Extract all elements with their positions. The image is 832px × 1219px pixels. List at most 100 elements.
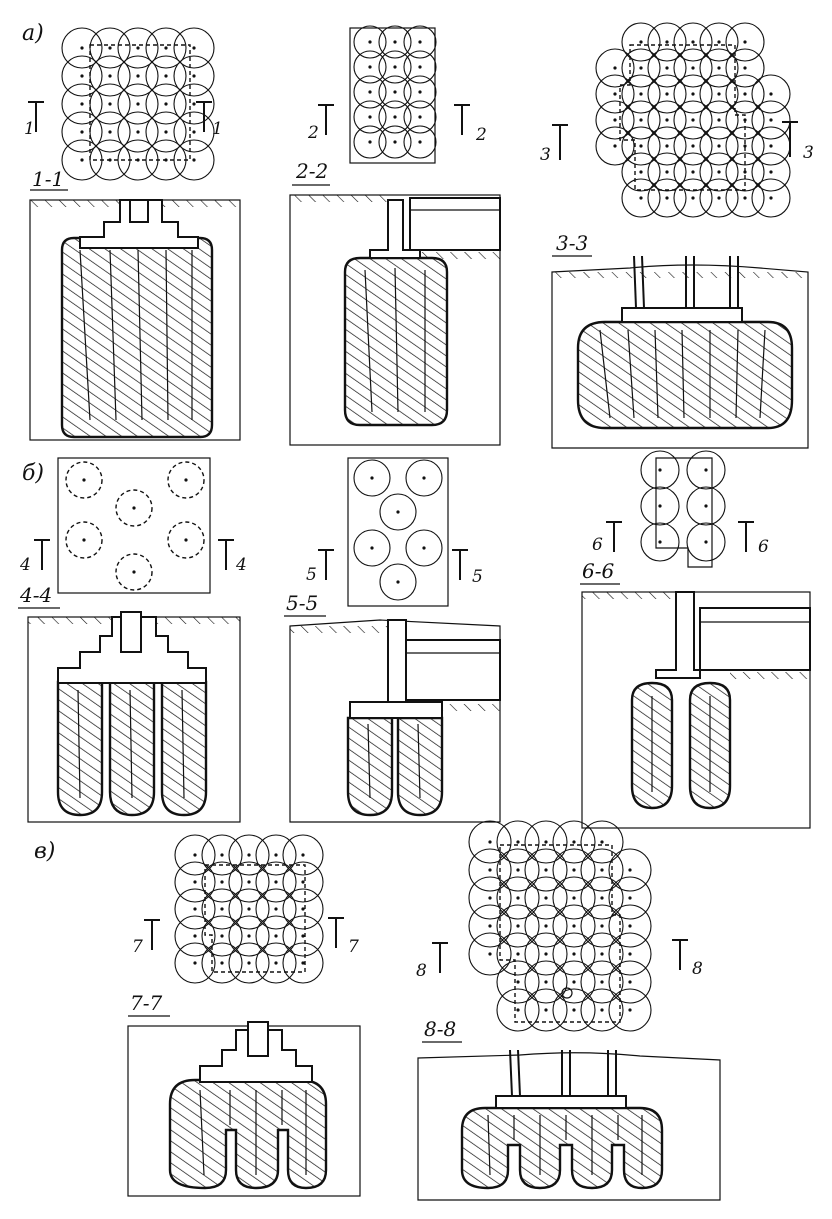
section-marker-4: 4 4 [19,539,247,575]
pile-circle [552,932,596,976]
pile-circle [174,888,216,930]
pile-circle [496,988,540,1032]
svg-text:1: 1 [212,119,223,139]
plan-7 [174,834,324,984]
pile-circle [725,152,765,192]
pile-center [665,92,669,96]
pile-circle [595,74,635,114]
pile-circle [353,529,391,567]
pile-center [132,506,136,510]
pile-circle [552,904,596,948]
pile-center [639,118,643,122]
pile-center [301,907,305,911]
pile-center [600,952,604,956]
pile-center [516,952,520,956]
pile-center [665,170,669,174]
pile-center [691,118,695,122]
pile-center [613,92,617,96]
pile-center [769,170,773,174]
pile-center [488,840,492,844]
pile-circle [378,25,412,59]
pile-circle [621,22,661,62]
pile-center [80,74,84,78]
pile-center [108,46,112,50]
pile-circle [647,178,687,218]
pile-center [418,115,422,119]
pile-circle [228,915,270,957]
pile-circle [725,74,765,114]
pile-center [488,868,492,872]
pile-circle [403,125,437,159]
pile-circle [496,848,540,892]
pile-center [665,118,669,122]
pile-center [544,868,548,872]
pile-center [665,66,669,70]
pile-circle [174,915,216,957]
pile-center [639,170,643,174]
pile-center [220,907,224,911]
pile-circle [751,100,791,140]
pile-center [572,896,576,900]
pile-circle [699,48,739,88]
pile-center [136,74,140,78]
pile-circle [378,75,412,109]
section-label-4-4: 4-4 [19,583,52,607]
pile-circle [580,960,624,1004]
pile-center [613,118,617,122]
pile-center [639,196,643,200]
pile-circle [468,820,512,864]
pile-center [247,961,251,965]
plan-2 [349,25,437,164]
pile-circle [255,942,297,984]
pile-circle [201,834,243,876]
pile-center [193,907,197,911]
pile-circle [167,461,205,499]
pile-circle [640,486,680,526]
svg-text:5: 5 [472,567,483,587]
svg-text:6: 6 [758,537,769,557]
pile-circle [405,529,443,567]
pile-circle [353,25,387,59]
pile-circle [552,988,596,1032]
section-6-6 [581,591,811,829]
pile-center [743,196,747,200]
section-label-2-2: 2-2 [295,159,328,183]
pile-center [516,896,520,900]
section-1-1 [29,199,241,441]
pile-circle [353,125,387,159]
group-label-a: а) [22,21,44,46]
pile-circle [174,834,216,876]
pile-circle [647,22,687,62]
pile-center [274,961,278,965]
pile-circle [580,820,624,864]
pile-center [247,880,251,884]
pile-center [393,140,397,144]
pile-center [418,140,422,144]
pile-center [368,40,372,44]
pile-circle [173,83,215,125]
section-label-5-5: 5-5 [286,591,318,615]
pile-center [628,1008,632,1012]
pile-center [192,130,196,134]
pile-center [658,468,662,472]
pile-center [193,880,197,884]
pile-center [164,130,168,134]
pile-circle [282,888,324,930]
pile-circle [725,100,765,140]
group-label-c: в) [34,839,55,864]
pile-center [418,40,422,44]
pile-circle [580,904,624,948]
pile-center [301,961,305,965]
pile-circle [608,904,652,948]
pile-center [136,102,140,106]
pile-circle [145,111,187,153]
pile-circle [353,100,387,134]
pile-center [628,924,632,928]
pile-circle [751,74,791,114]
pile-center [628,868,632,872]
pile-circle [699,100,739,140]
pile-center [192,102,196,106]
pile-center [192,158,196,162]
pile-center [544,980,548,984]
